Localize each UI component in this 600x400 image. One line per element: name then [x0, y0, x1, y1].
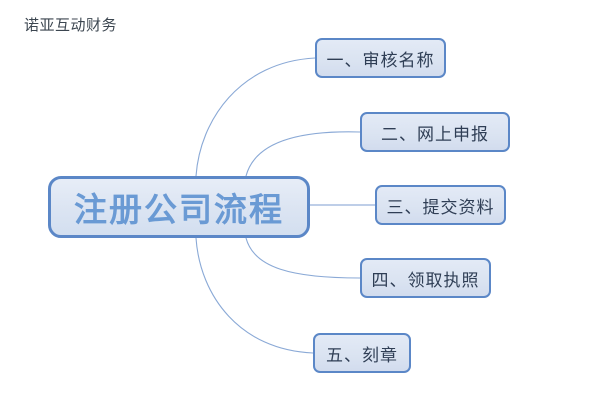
branch-node-4[interactable]: 四、领取执照	[360, 258, 491, 298]
branch-node-5[interactable]: 五、刻章	[313, 333, 411, 373]
connector-to-branch-2	[245, 131, 361, 177]
branch-node-2[interactable]: 二、网上申报	[360, 112, 510, 152]
connector-to-branch-5	[195, 237, 314, 354]
central-node[interactable]: 注册公司流程	[48, 176, 310, 238]
branch-node-1[interactable]: 一、审核名称	[315, 38, 446, 78]
branch-node-3[interactable]: 三、提交资料	[375, 185, 506, 225]
connector-to-branch-1	[195, 57, 316, 177]
watermark-label: 诺亚互动财务	[24, 16, 118, 34]
connector-to-branch-4	[245, 237, 361, 279]
